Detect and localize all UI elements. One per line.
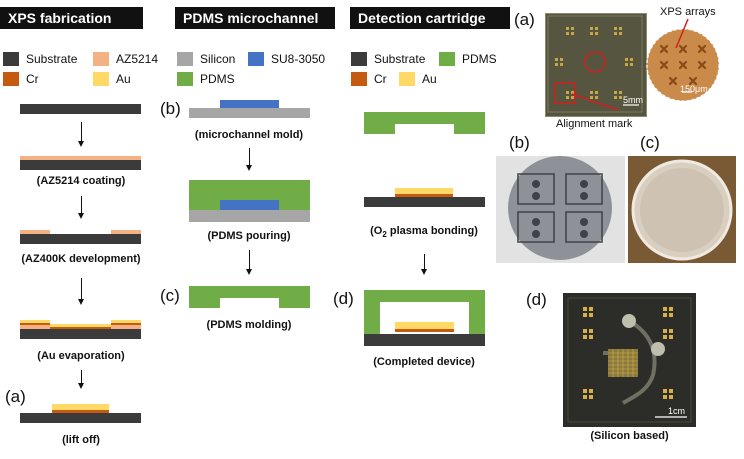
photo-c-dish — [631, 159, 733, 261]
photo-label-d: (d) — [526, 290, 547, 309]
cartridge-cr-pad — [395, 194, 453, 197]
xps-resist-left-3 — [20, 325, 50, 329]
photo-a-chip-pattern — [547, 15, 643, 113]
pdms-arrow-2 — [246, 250, 252, 275]
cartridge-title: Detection cartridge — [350, 7, 510, 29]
legend-label-au: Au — [116, 72, 131, 86]
xps-substrate-1 — [20, 160, 141, 170]
xps-au-center — [50, 324, 111, 327]
bonding-subscript: 2 — [382, 230, 387, 240]
xps-substrate-4 — [20, 413, 141, 423]
xps-title: XPS fabrication — [0, 7, 143, 29]
legend-swatch-az5214 — [93, 52, 109, 66]
legend-label-substrate-2: Substrate — [374, 52, 426, 66]
xps-array-inset — [646, 28, 720, 102]
xps-cr-center — [50, 327, 111, 329]
xps-step-evaporation: (Au evaporation) — [37, 350, 125, 362]
xps-au-right — [111, 320, 141, 323]
pdms-arrow-1 — [246, 148, 252, 171]
legend-label-cr-2: Cr — [374, 72, 387, 86]
pdms-step-molding: (PDMS molding) — [206, 319, 292, 331]
xps-arrow-4 — [78, 370, 84, 389]
legend-label-au-2: Au — [422, 72, 437, 86]
xps-resist-right — [111, 230, 141, 234]
xps-arrays-pointer — [675, 18, 689, 49]
xps-arrow-2 — [78, 196, 84, 219]
legend-label-pdms-2: PDMS — [462, 52, 497, 66]
legend-swatch-au-2 — [399, 72, 415, 86]
scale-1cm: 1cm — [668, 406, 686, 416]
alignment-mark-pointer — [571, 93, 619, 111]
legend-swatch-cr — [3, 72, 19, 86]
xps-arrays-label: XPS arrays — [660, 6, 716, 18]
photo-label-b: (b) — [509, 133, 530, 152]
xps-arrow-1 — [78, 122, 84, 147]
cartridge-panel-label-d: (d) — [333, 289, 354, 308]
xps-resist-left — [20, 230, 50, 234]
legend-label-substrate: Substrate — [26, 52, 78, 66]
pdms-panel-label-c: (c) — [160, 286, 180, 305]
xps-substrate-2 — [20, 234, 141, 244]
xps-substrate-3 — [20, 329, 141, 339]
xps-au-left — [20, 320, 50, 323]
legend-swatch-silicon — [177, 52, 193, 66]
pdms-title: PDMS microchannel — [175, 7, 335, 29]
photo-d-device — [567, 297, 692, 423]
completed-device-diagram — [364, 290, 485, 346]
legend-swatch-su8 — [248, 52, 264, 66]
legend-swatch-cr-2 — [351, 72, 367, 86]
legend-label-az5214: AZ5214 — [116, 52, 159, 66]
legend-label-cr: Cr — [26, 72, 39, 86]
pdms-panel-label-b: (b) — [160, 99, 181, 118]
photo-b-wafer — [508, 156, 612, 260]
xps-arrow-3 — [78, 278, 84, 305]
pdms-su8-block — [220, 100, 279, 108]
pdms-step-pouring: (PDMS pouring) — [207, 230, 291, 242]
silicon-based-caption: (Silicon based) — [590, 430, 669, 442]
xps-step-coating: (AZ5214 coating) — [36, 175, 126, 187]
xps-cr-right — [111, 323, 141, 325]
xps-step-liftoff: (lift off) — [62, 434, 100, 446]
xps-substrate-bare — [20, 104, 141, 114]
legend-label-pdms: PDMS — [200, 72, 235, 86]
pdms-step-mold: (microchannel mold) — [194, 129, 304, 141]
scale-150um: 150μm — [680, 84, 708, 94]
legend-swatch-substrate-2 — [351, 52, 367, 66]
alignment-mark-label: Alignment mark — [556, 118, 633, 130]
pdms-silicon-wafer — [189, 108, 310, 118]
xps-step-development: (AZ400K development) — [21, 253, 141, 265]
cartridge-substrate — [364, 197, 485, 207]
cartridge-step-bonding: (O2 plasma bonding) — [343, 225, 505, 239]
scale-5mm: 5mm — [623, 95, 643, 105]
xps-panel-label-a: (a) — [5, 387, 26, 406]
legend-label-su8: SU8-3050 — [271, 52, 326, 66]
legend-swatch-pdms-2 — [439, 52, 455, 66]
cartridge-pdms-top — [364, 112, 485, 134]
xps-resist-layer — [20, 156, 141, 160]
xps-cr-left — [20, 323, 50, 325]
legend-swatch-au — [93, 72, 109, 86]
pdms-molding-diagram — [189, 286, 310, 308]
pdms-pouring-diagram — [189, 180, 310, 222]
cartridge-arrow — [421, 254, 427, 275]
photo-label-c: (c) — [640, 133, 660, 152]
xps-au-final — [52, 404, 109, 410]
bonding-prefix: (O — [370, 225, 383, 237]
legend-label-silicon: Silicon — [200, 52, 236, 66]
xps-resist-right-3 — [111, 325, 141, 329]
legend-swatch-pdms — [177, 72, 193, 86]
cartridge-au-pad — [395, 188, 453, 194]
legend-swatch-substrate — [3, 52, 19, 66]
cartridge-step-complete: (Completed device) — [373, 356, 475, 368]
photo-label-a: (a) — [514, 10, 535, 29]
bonding-suffix: plasma bonding) — [386, 225, 478, 237]
xps-cr-final — [52, 410, 109, 413]
